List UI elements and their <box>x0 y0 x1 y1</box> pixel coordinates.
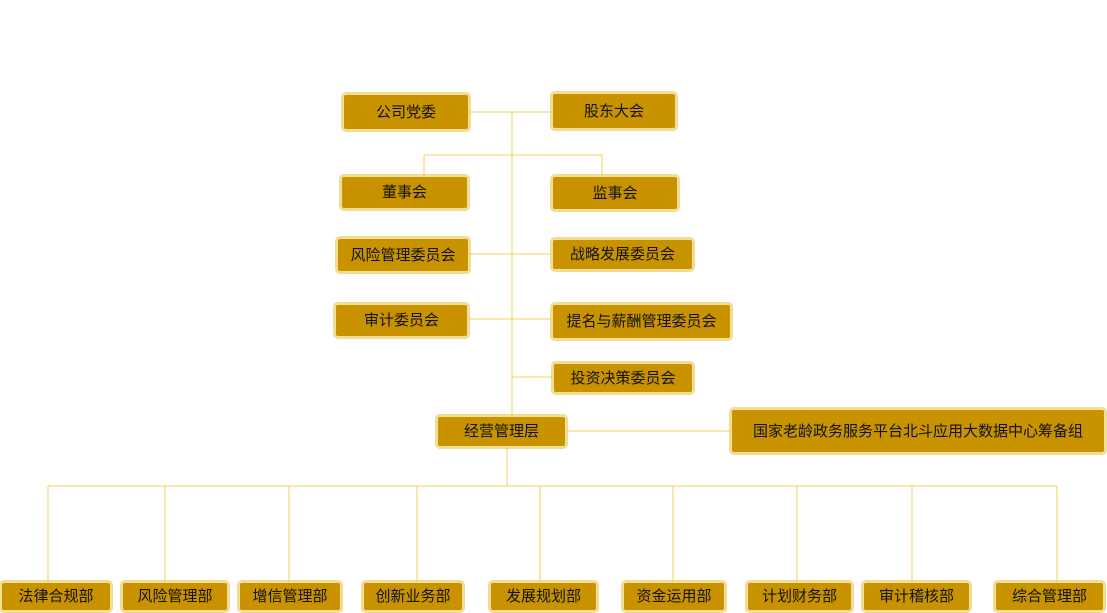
node-investment-committee: 投资决策委员会 <box>552 362 694 394</box>
connector-group <box>47 111 1058 581</box>
node-party-committee: 公司党委 <box>342 93 470 131</box>
dept-legal-compliance: 法律合规部 <box>0 581 112 612</box>
connector-board-supervisors <box>423 154 603 175</box>
dept-audit-inspection: 审计稽核部 <box>862 581 971 612</box>
node-risk-management-committee: 风险管理委员会 <box>336 237 470 273</box>
node-board-of-supervisors: 监事会 <box>551 175 679 211</box>
dept-innovation-business: 创新业务部 <box>362 581 464 612</box>
node-shareholders-meeting: 股东大会 <box>551 92 677 130</box>
node-board-of-directors: 董事会 <box>340 175 469 210</box>
dept-risk-management: 风险管理部 <box>121 581 229 612</box>
node-nomination-compensation-committee: 提名与薪酬管理委员会 <box>551 303 732 340</box>
dept-fund-utilization: 资金运用部 <box>622 581 726 612</box>
node-strategy-committee: 战略发展委员会 <box>551 238 694 271</box>
dept-planning-finance: 计划财务部 <box>746 581 853 612</box>
node-beidou-center: 国家老龄政务服务平台北斗应用大数据中心筹备组 <box>730 408 1106 454</box>
dept-credit-enhancement: 增信管理部 <box>238 581 342 612</box>
dept-development-planning: 发展规划部 <box>489 581 598 612</box>
node-audit-committee: 审计委员会 <box>334 303 469 338</box>
dept-general-management: 综合管理部 <box>994 581 1105 612</box>
node-management: 经营管理层 <box>436 415 567 448</box>
